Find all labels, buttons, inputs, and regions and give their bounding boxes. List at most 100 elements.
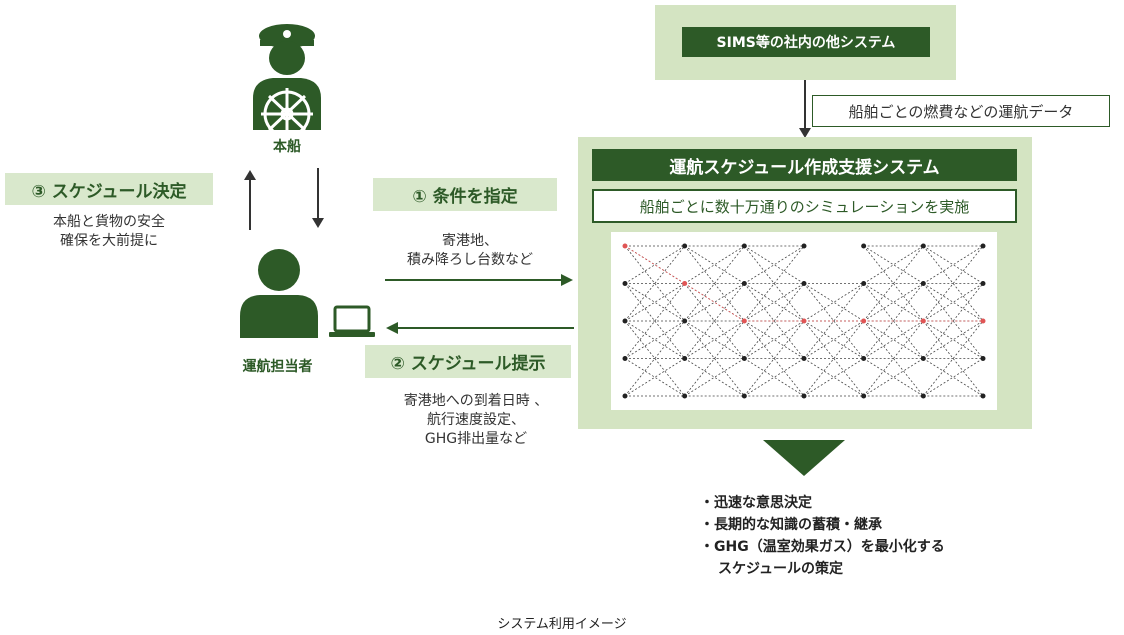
network-node bbox=[622, 356, 628, 361]
network-edge bbox=[684, 358, 745, 397]
result-triangle-arrow bbox=[763, 440, 845, 476]
network-highlight-edge bbox=[684, 283, 745, 322]
network-node bbox=[801, 356, 807, 361]
network-node bbox=[920, 318, 926, 324]
network-edge bbox=[624, 245, 685, 284]
network-edge bbox=[744, 283, 805, 322]
right-arrow-conditions bbox=[385, 274, 573, 286]
network-edge bbox=[923, 358, 984, 397]
network-node bbox=[980, 393, 986, 399]
ship-label: 本船 bbox=[273, 139, 301, 155]
ship-wheel-icon bbox=[261, 88, 313, 130]
down-arrow-external bbox=[799, 80, 811, 138]
network-edge bbox=[863, 320, 924, 359]
network-edge bbox=[624, 358, 685, 397]
step1-detail-line-1: 寄港地、 bbox=[442, 233, 498, 249]
network-edge bbox=[863, 245, 924, 284]
network-node bbox=[861, 243, 867, 249]
step3-detail-line-1: 本船と貨物の安全 bbox=[53, 214, 165, 230]
network-edge bbox=[744, 358, 805, 397]
network-edge bbox=[684, 245, 745, 284]
network-edge bbox=[923, 283, 984, 322]
network-edge bbox=[684, 358, 745, 397]
network-node bbox=[801, 393, 807, 399]
results-list: 迅速な意思決定 長期的な知識の蓄積・継承 GHG（温室効果ガス）を最小化する bbox=[700, 492, 1040, 558]
network-edge bbox=[684, 320, 745, 359]
network-node bbox=[980, 243, 986, 249]
network-edge bbox=[624, 320, 685, 359]
left-arrow-schedule bbox=[386, 322, 574, 334]
network-edge bbox=[744, 283, 805, 322]
step2-detail-line-1: 寄港地への到着日時 、 bbox=[403, 393, 549, 409]
network-edge bbox=[624, 283, 685, 322]
external-systems-panel: SIMS等の社内の他システム bbox=[655, 5, 956, 80]
network-node bbox=[861, 281, 867, 286]
network-edge bbox=[923, 320, 984, 359]
network-node bbox=[920, 243, 926, 249]
fuel-data-label: 船舶ごとの燃費などの運航データ bbox=[812, 95, 1110, 127]
network-edge bbox=[863, 283, 924, 322]
network-edge bbox=[803, 320, 864, 359]
network-node bbox=[622, 318, 628, 324]
network-edge bbox=[863, 358, 924, 397]
network-node bbox=[861, 356, 867, 361]
support-system-panel: 運航スケジュール作成支援システム 船舶ごとに数十万通りのシミュレーションを実施 bbox=[578, 137, 1032, 429]
network-edge bbox=[803, 320, 864, 359]
network-node bbox=[861, 318, 867, 324]
step3-detail-line-2: 確保を大前提に bbox=[60, 233, 158, 249]
network-edge bbox=[624, 283, 685, 322]
network-edge bbox=[803, 358, 864, 397]
step2-detail-line-2: 航行速度設定、 bbox=[427, 412, 525, 428]
network-node bbox=[682, 393, 688, 399]
operator-icon bbox=[240, 249, 318, 338]
network-edge bbox=[803, 283, 864, 322]
captain-icon bbox=[253, 24, 321, 130]
step2-title: ② スケジュール提示 bbox=[365, 345, 571, 378]
network-node bbox=[980, 356, 986, 361]
result-item-2: 長期的な知識の蓄積・継承 bbox=[700, 514, 1040, 536]
network-node bbox=[682, 243, 688, 249]
network-node bbox=[920, 393, 926, 399]
network-node bbox=[741, 243, 747, 249]
network-node bbox=[682, 356, 688, 361]
network-node bbox=[920, 356, 926, 361]
result-item-3-continuation: スケジュールの策定 bbox=[718, 561, 844, 577]
network-node bbox=[980, 281, 986, 286]
network-node bbox=[920, 281, 926, 286]
network-edge bbox=[803, 283, 864, 322]
step1-details: 寄港地、 積み降ろし台数など bbox=[372, 232, 568, 270]
network-node bbox=[980, 318, 986, 324]
network-edge bbox=[684, 320, 745, 359]
network-highlight-edge bbox=[624, 245, 685, 284]
network-edge bbox=[684, 245, 745, 284]
network-edge bbox=[923, 320, 984, 359]
network-edge bbox=[863, 320, 924, 359]
network-node bbox=[741, 393, 747, 399]
step2-detail-line-3: GHG排出量など bbox=[424, 431, 528, 447]
network-node bbox=[741, 318, 747, 324]
network-edge bbox=[803, 358, 864, 397]
network-edge bbox=[744, 320, 805, 359]
network-edge bbox=[923, 283, 984, 322]
network-edge bbox=[624, 320, 685, 359]
network-edge bbox=[863, 245, 924, 284]
network-node bbox=[801, 243, 807, 249]
simulation-network-graph bbox=[611, 232, 997, 410]
network-node bbox=[741, 281, 747, 286]
network-edge bbox=[744, 245, 805, 284]
network-edge bbox=[744, 320, 805, 359]
network-edge bbox=[684, 283, 745, 322]
network-edge bbox=[863, 283, 924, 322]
result-item-1: 迅速な意思決定 bbox=[700, 492, 1040, 514]
network-node bbox=[682, 318, 688, 324]
network-edge bbox=[923, 358, 984, 397]
network-edge bbox=[863, 358, 924, 397]
step2-details: 寄港地への到着日時 、 航行速度設定、 GHG排出量など bbox=[378, 392, 574, 449]
external-systems-label: SIMS等の社内の他システム bbox=[682, 27, 930, 57]
network-node bbox=[622, 281, 628, 286]
network-edge bbox=[923, 245, 984, 284]
network-edge bbox=[624, 245, 685, 284]
result-item-3: GHG（温室効果ガス）を最小化する bbox=[700, 536, 1040, 558]
step3-title: ③ スケジュール決定 bbox=[5, 173, 213, 205]
up-arrow-decision bbox=[244, 170, 256, 230]
